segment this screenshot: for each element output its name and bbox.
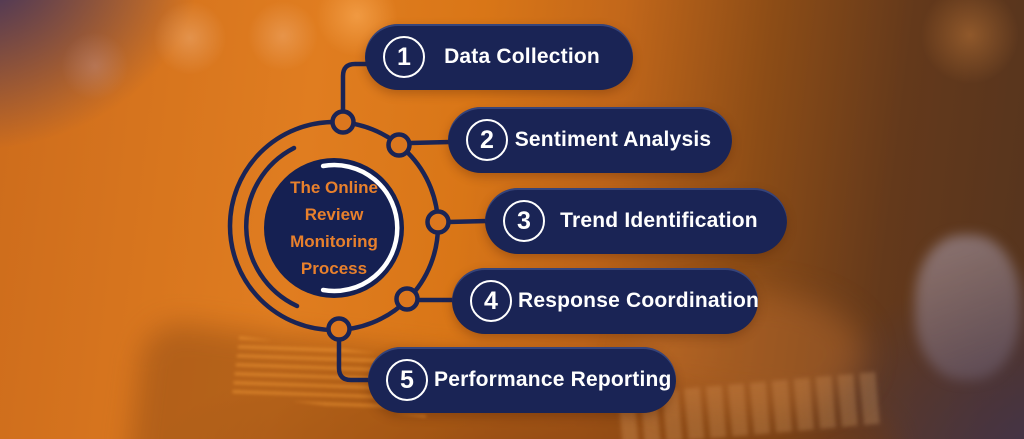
ring-node-5 bbox=[326, 316, 352, 342]
ring-node-3 bbox=[425, 209, 451, 235]
step-number-badge: 2 bbox=[466, 119, 508, 161]
step-pill-1: 1 Data Collection bbox=[365, 24, 633, 90]
connector-step-3 bbox=[445, 218, 490, 225]
hub-circle bbox=[264, 158, 404, 298]
hub-white-arc bbox=[320, 162, 400, 294]
connector-step-5 bbox=[336, 337, 373, 383]
ring-node-2 bbox=[386, 132, 412, 158]
hub-title-line: Process bbox=[300, 259, 368, 278]
connector-step-2 bbox=[407, 139, 453, 146]
step-pill-4: 4 Response Coordination bbox=[452, 268, 759, 334]
step-label: Data Collection bbox=[444, 45, 600, 68]
hub-title-line: Monitoring bbox=[290, 232, 378, 251]
step-label: Sentiment Analysis bbox=[514, 128, 712, 151]
step-number-badge: 4 bbox=[470, 280, 512, 322]
ring-node-4 bbox=[394, 286, 420, 312]
hub-title-line: The Online bbox=[290, 178, 378, 197]
step-number-badge: 1 bbox=[383, 36, 425, 78]
ring-node-1 bbox=[330, 109, 356, 135]
step-pill-5: 5 Performance Reporting bbox=[368, 347, 676, 413]
step-pill-2: 2 Sentiment Analysis bbox=[448, 107, 732, 173]
decorative-arc bbox=[243, 145, 300, 309]
step-number-badge: 5 bbox=[386, 359, 428, 401]
hub-title: The Online Review Monitoring Process bbox=[264, 158, 404, 298]
step-number-badge: 3 bbox=[503, 200, 545, 242]
hub-title-line: Review bbox=[304, 205, 364, 224]
step-label: Response Coordination bbox=[518, 289, 760, 312]
shirt-cuff bbox=[915, 235, 1020, 380]
step-label: Performance Reporting bbox=[434, 368, 672, 391]
connector-step-1 bbox=[340, 61, 369, 114]
step-pill-3: 3 Trend Identification bbox=[485, 188, 787, 254]
step-label: Trend Identification bbox=[560, 209, 758, 232]
